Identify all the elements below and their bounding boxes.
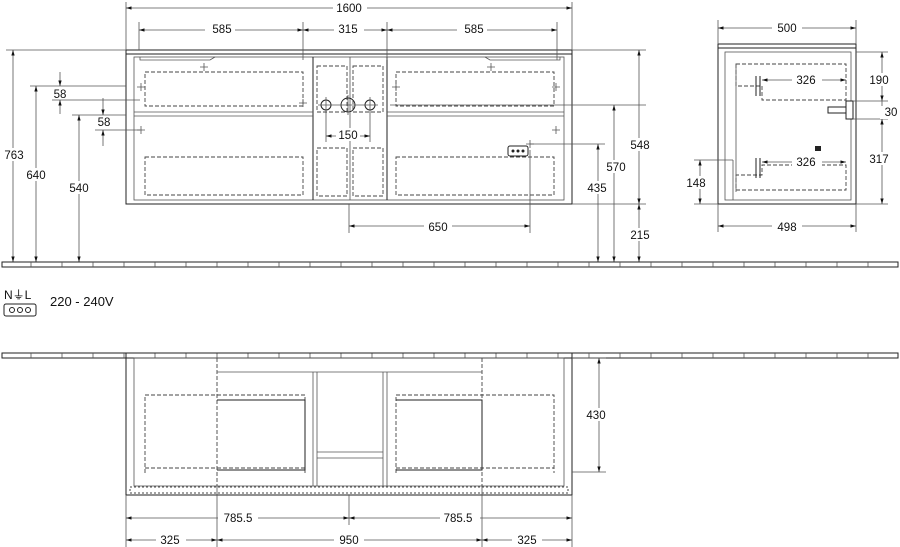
dim-depth-top: 500 [777, 23, 796, 35]
dim-offset-58-bottom: 58 [98, 117, 111, 129]
dim-width-total: 1600 [336, 3, 362, 15]
dim-socket-offset: 650 [428, 222, 447, 234]
top-view-dimensions: 430 785.5 785.5 325 950 325 [125, 357, 610, 547]
dim-floor-gap: 215 [630, 230, 649, 242]
dim-height-640: 640 [26, 170, 45, 182]
dim-190: 190 [869, 75, 888, 87]
dim-half-left: 785.5 [224, 513, 253, 525]
dim-offset-58-top: 58 [54, 89, 67, 101]
dim-edge-left: 325 [160, 535, 179, 547]
dim-half-right: 785.5 [444, 513, 473, 525]
side-view [717, 43, 857, 205]
power-symbol-label: N⏚L [4, 288, 32, 302]
dim-edge-right: 325 [517, 535, 536, 547]
dim-center-950: 950 [339, 535, 358, 547]
water-connection-icon [318, 95, 378, 115]
electrical-info: N⏚L 220 - 240V [3, 288, 114, 317]
dim-drawer-depth-bottom: 326 [796, 157, 815, 169]
voltage-label: 220 - 240V [50, 294, 114, 309]
dim-30: 30 [885, 107, 898, 119]
dim-drawer-depth-top: 326 [796, 75, 815, 87]
front-top-dimensions: 1600 585 315 585 [125, 1, 573, 60]
front-right-dimensions: 548 570 435 215 [572, 49, 652, 262]
dim-drawer-left: 585 [212, 24, 231, 36]
dim-430: 430 [586, 410, 605, 422]
dim-center: 315 [338, 24, 357, 36]
front-left-dimensions: 763 640 540 58 58 [2, 49, 140, 262]
front-view [125, 49, 646, 205]
dim-height-540: 540 [69, 183, 88, 195]
top-view [125, 352, 573, 496]
wall-line-top [1, 261, 899, 268]
dim-height-435: 435 [587, 183, 606, 195]
dim-depth-bottom: 498 [777, 222, 796, 234]
dim-drawer-right: 585 [464, 24, 483, 36]
dim-height-548: 548 [630, 140, 649, 152]
side-dimensions: 500 498 326 326 190 30 317 148 [684, 20, 900, 234]
dim-height-total: 763 [4, 150, 23, 162]
pipe-outlet-icon [827, 100, 854, 120]
front-internal-dimensions: 150 650 [325, 112, 531, 234]
dim-148: 148 [686, 178, 705, 190]
dim-height-570: 570 [606, 162, 625, 174]
socket-icon [507, 145, 529, 157]
dim-317: 317 [869, 154, 888, 166]
dim-pipe-spacing: 150 [338, 130, 357, 142]
wall-line-bottom [1, 352, 899, 359]
plug-icon [3, 303, 37, 317]
